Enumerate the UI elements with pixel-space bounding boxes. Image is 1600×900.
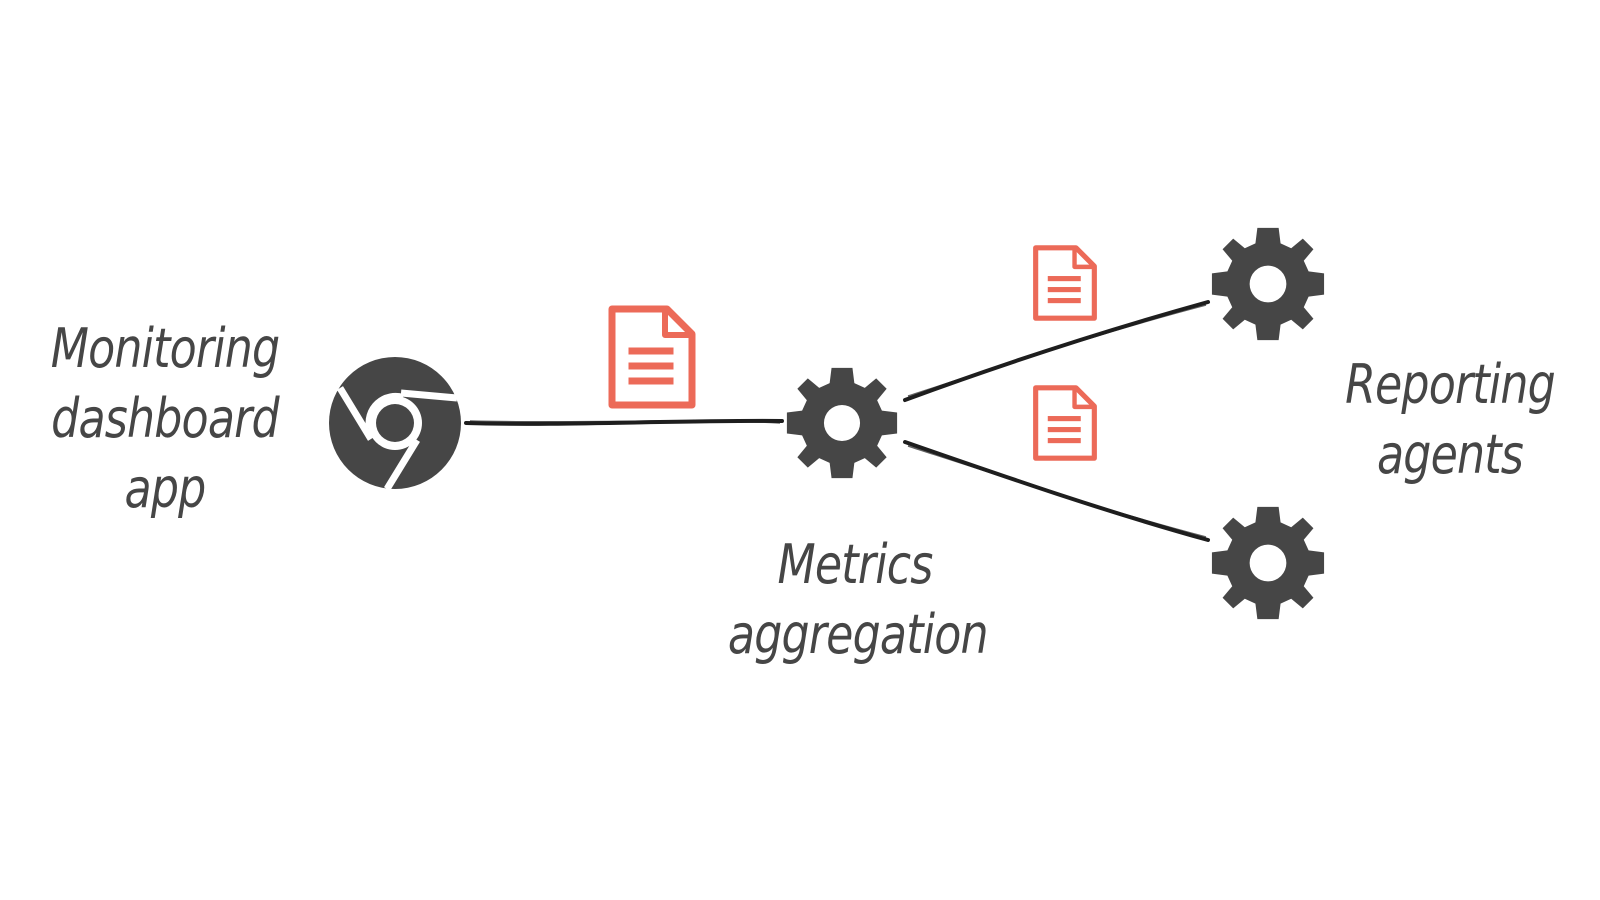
document-icon [1036,388,1095,458]
label-metrics-aggregation: Metrics aggregation [727,530,989,670]
gear-icon [1211,227,1325,341]
label-line: Reporting [1345,353,1556,416]
label-reporting-agents: Reporting agents [1327,350,1573,490]
connector-lines [464,300,1210,542]
document-icon [612,309,692,405]
chrome-browser-icon [329,357,461,491]
label-line: aggregation [727,603,989,666]
gear-icon [786,367,898,479]
label-line: app [124,457,207,520]
label-line: Metrics [777,533,933,596]
label-line: dashboard [51,387,279,450]
label-line: Monitoring [50,317,280,380]
label-line: agents [1376,423,1524,486]
gear-icon [1211,506,1325,620]
label-monitoring-dashboard-app: Monitoring dashboard app [38,314,292,524]
document-icon [1036,248,1095,318]
